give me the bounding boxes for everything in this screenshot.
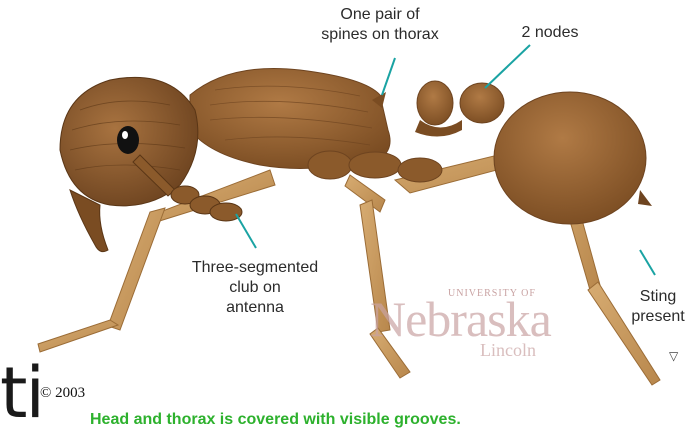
gaster — [494, 92, 646, 224]
copyright: © 2003 — [40, 385, 85, 402]
label-spines: One pair of spines on thorax — [300, 5, 460, 45]
corner-icon: ▽ — [669, 349, 678, 363]
cropped-text: ti — [0, 352, 43, 434]
label-club: Three-segmented club on antenna — [170, 258, 340, 318]
label-nodes: 2 nodes — [510, 23, 590, 43]
watermark-campus: Lincoln — [480, 340, 536, 361]
node-2 — [460, 83, 504, 123]
caption: Head and thorax is covered with visible … — [90, 411, 650, 429]
stinger-tip — [638, 190, 652, 206]
eye — [117, 126, 139, 154]
label-sting: Sting present — [625, 287, 691, 327]
node-1 — [417, 81, 453, 125]
